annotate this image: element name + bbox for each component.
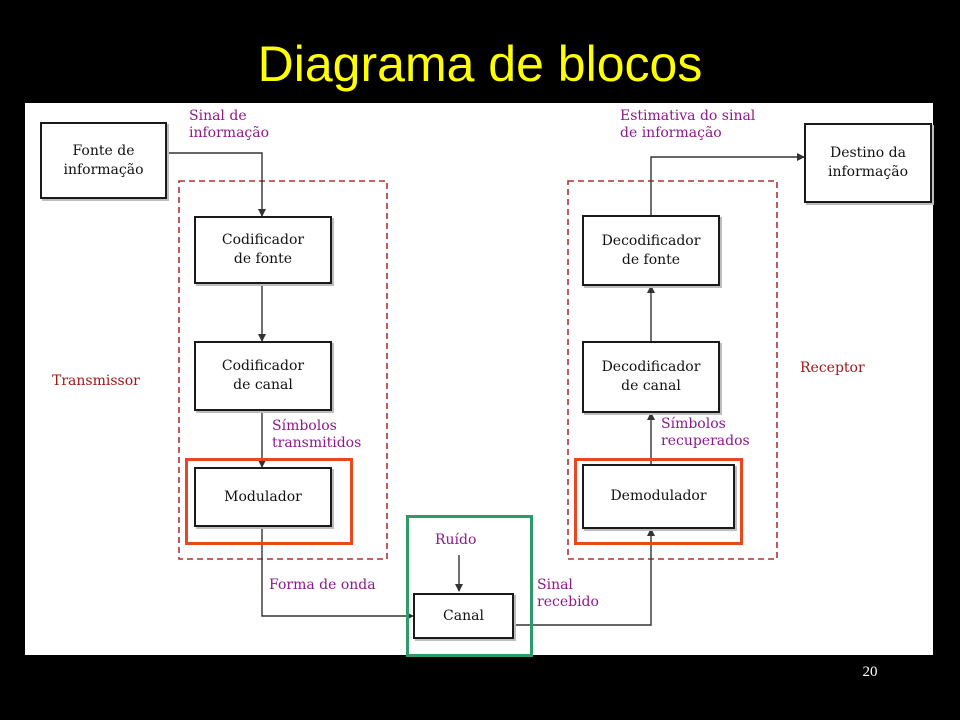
block-codificador-fonte: Codificador de fonte <box>194 216 332 284</box>
block-destino-informacao: Destino da informação <box>804 123 932 203</box>
block-canal: Canal <box>413 593 514 639</box>
label-sinal-recebido: Sinal recebido <box>537 577 599 610</box>
block-diagram: Fonte de informação Codificador de fonte… <box>25 103 933 657</box>
label-transmissor: Transmissor <box>52 373 140 389</box>
slide-title: Diagrama de blocos <box>257 36 703 92</box>
block-decodificador-canal: Decodificador de canal <box>582 341 720 413</box>
block-fonte-informacao: Fonte de informação <box>40 122 167 199</box>
transmitter-group-border <box>178 180 388 560</box>
label-ruido: Ruído <box>435 532 477 548</box>
label-estimativa-sinal: Estimativa do sinal de informação <box>620 108 756 141</box>
receiver-group-border <box>567 180 778 560</box>
arrow-decodificador-fonte-to-destino <box>650 153 805 215</box>
block-demodulador: Demodulador <box>582 464 735 529</box>
block-modulador: Modulador <box>194 467 332 527</box>
block-decodificador-fonte: Decodificador de fonte <box>582 215 720 286</box>
label-sinal-informacao: Sinal de informação <box>189 108 270 141</box>
label-simbolos-recuperados: Símbolos recuperados <box>661 416 750 449</box>
page-number: 20 <box>862 664 878 680</box>
label-receptor: Receptor <box>800 360 865 376</box>
arrow-modulador-to-canal <box>261 527 414 620</box>
diagram-connectors <box>167 152 805 626</box>
arrow-fonte-to-codificador <box>167 152 266 217</box>
highlight-modulador <box>185 458 353 545</box>
label-simbolos-transmitidos: Símbolos transmitidos <box>272 418 362 451</box>
highlight-canal <box>406 515 533 657</box>
block-codificador-canal: Codificador de canal <box>194 341 332 411</box>
arrow-canal-to-demodulador <box>514 528 655 626</box>
highlight-demodulador <box>574 458 743 545</box>
label-forma-de-onda: Forma de onda <box>269 577 376 593</box>
